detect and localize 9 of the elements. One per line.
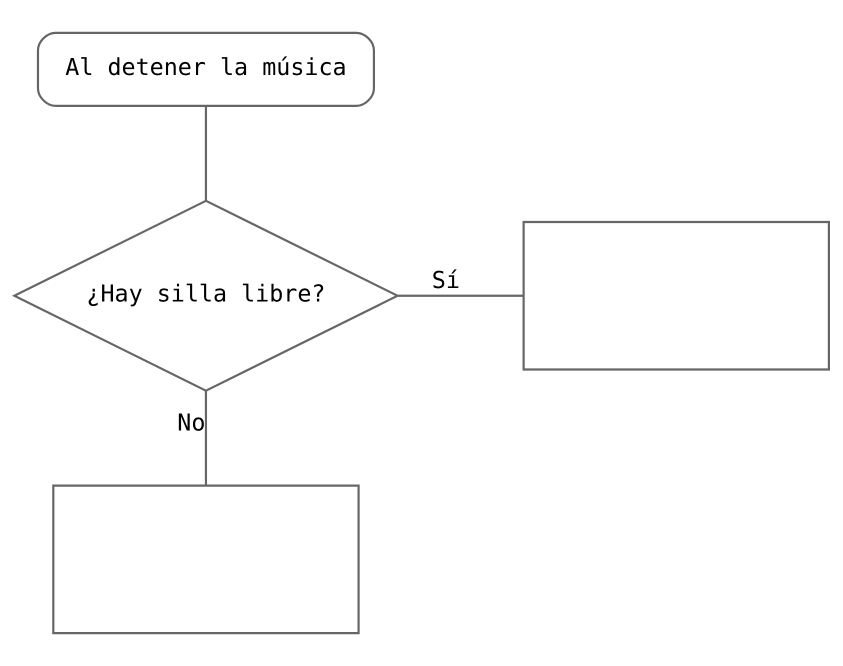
connector <box>204 106 208 201</box>
connector <box>204 390 208 486</box>
edge-label: Sí <box>432 266 460 294</box>
node-box <box>52 484 360 634</box>
node-diamond: ¿Hay silla libre? <box>12 200 400 392</box>
node-box <box>522 220 830 371</box>
node-box: Al detener la música <box>36 32 376 107</box>
connector <box>398 294 524 297</box>
edge-label: No <box>177 408 206 437</box>
